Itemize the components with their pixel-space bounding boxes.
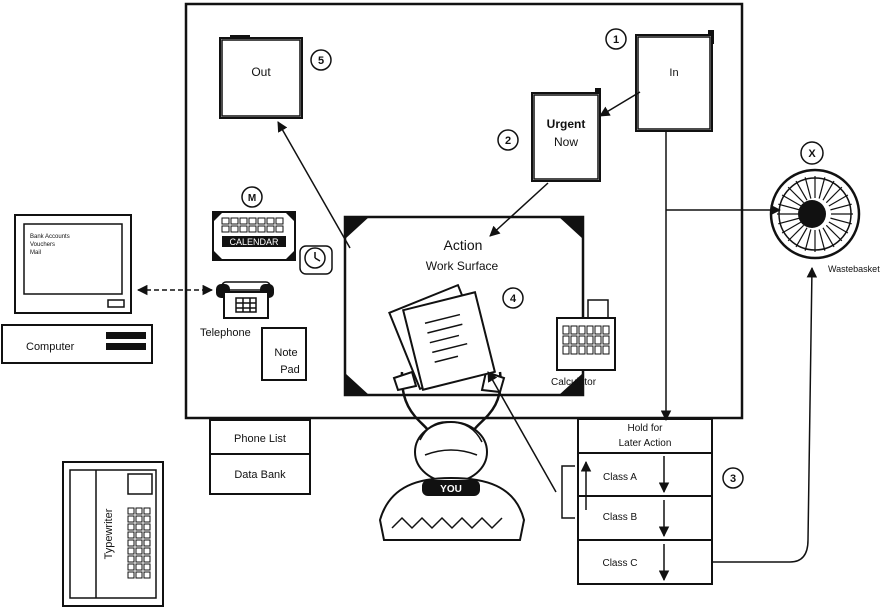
hold-for-later-action: Hold for Later Action [577, 418, 713, 454]
flow-arrows [136, 91, 818, 582]
hold-class-b: Class B [577, 495, 713, 541]
arrow-work-to-out [277, 121, 351, 249]
typewriter: Typewriter [62, 461, 164, 607]
marker-work-surface: 4 [502, 287, 524, 309]
data-bank-label: Data Bank [234, 469, 286, 481]
out-tray-label: Out [251, 65, 271, 79]
hold-line1: Hold for [627, 423, 663, 434]
work-surface: Action Work Surface [343, 215, 585, 397]
urgent-tray-line1: Urgent [547, 117, 586, 131]
phone-list: Phone List [209, 419, 311, 455]
marker-wastebasket-label: X [808, 148, 816, 160]
in-tray: In [635, 30, 714, 132]
marker-hold-label: 3 [730, 473, 736, 485]
hold-line2: Later Action [619, 438, 672, 449]
note-pad-line1: Note [274, 347, 297, 359]
work-surface-line1: Action [444, 237, 483, 253]
wastebasket-label: Wastebasket [828, 264, 880, 274]
computer-label: Computer [26, 341, 75, 353]
marker-in: 1 [605, 28, 627, 50]
out-tray: Out [219, 35, 303, 119]
telephone-label: Telephone [200, 327, 251, 339]
calculator-label: Calculator [551, 377, 597, 388]
arrow-urgent-to-work [489, 182, 549, 237]
clock-icon [299, 245, 333, 275]
calendar: CALENDAR [212, 211, 296, 261]
marker-out: 5 [310, 49, 332, 71]
hold-class-c: Class C [577, 539, 713, 585]
computer-screen-line1: Bank Accounts [30, 234, 70, 240]
arrow-in-to-urgent [599, 91, 641, 117]
telephone-icon [216, 281, 274, 319]
marker-work-surface-label: 4 [510, 293, 517, 305]
hold-class-a: Class A [577, 452, 713, 497]
wastebasket [769, 168, 861, 260]
calendar-label: CALENDAR [229, 237, 279, 247]
calculator-icon [556, 299, 616, 371]
marker-urgent: 2 [497, 129, 519, 151]
hold-class-b-label: Class B [603, 512, 638, 523]
urgent-tray: Urgent Now [531, 88, 601, 182]
marker-out-label: 5 [318, 55, 324, 67]
marker-wastebasket: X [800, 141, 824, 165]
note-pad: Note Pad [261, 327, 307, 381]
you-label: YOU [440, 484, 462, 495]
person-figure: YOU [378, 370, 526, 541]
urgent-tray-line2: Now [554, 135, 578, 149]
hold-class-c-label: Class C [602, 558, 637, 569]
document-held [388, 283, 497, 391]
computer-screen-line3: Mail [30, 250, 41, 256]
marker-calendar: M [241, 186, 263, 208]
typewriter-label: Typewriter [103, 508, 115, 559]
hold-class-a-label: Class A [603, 472, 637, 483]
computer-screen-line2: Vouchers [30, 242, 55, 248]
arrow-hold-to-work [487, 371, 557, 493]
phone-list-label: Phone List [234, 433, 286, 445]
hold-bracket [561, 465, 575, 519]
note-pad-line2: Pad [280, 364, 300, 376]
data-bank: Data Bank [209, 453, 311, 495]
arrow-class-c-to-waste [713, 266, 818, 563]
computer: Bank Accounts Vouchers Mail Computer [1, 214, 153, 364]
marker-calendar-label: M [248, 193, 256, 204]
marker-in-label: 1 [613, 34, 619, 46]
desk-outline [184, 2, 744, 420]
marker-urgent-label: 2 [505, 135, 511, 147]
in-tray-label: In [669, 67, 678, 79]
marker-hold: 3 [722, 467, 744, 489]
work-surface-line2: Work Surface [426, 259, 499, 273]
